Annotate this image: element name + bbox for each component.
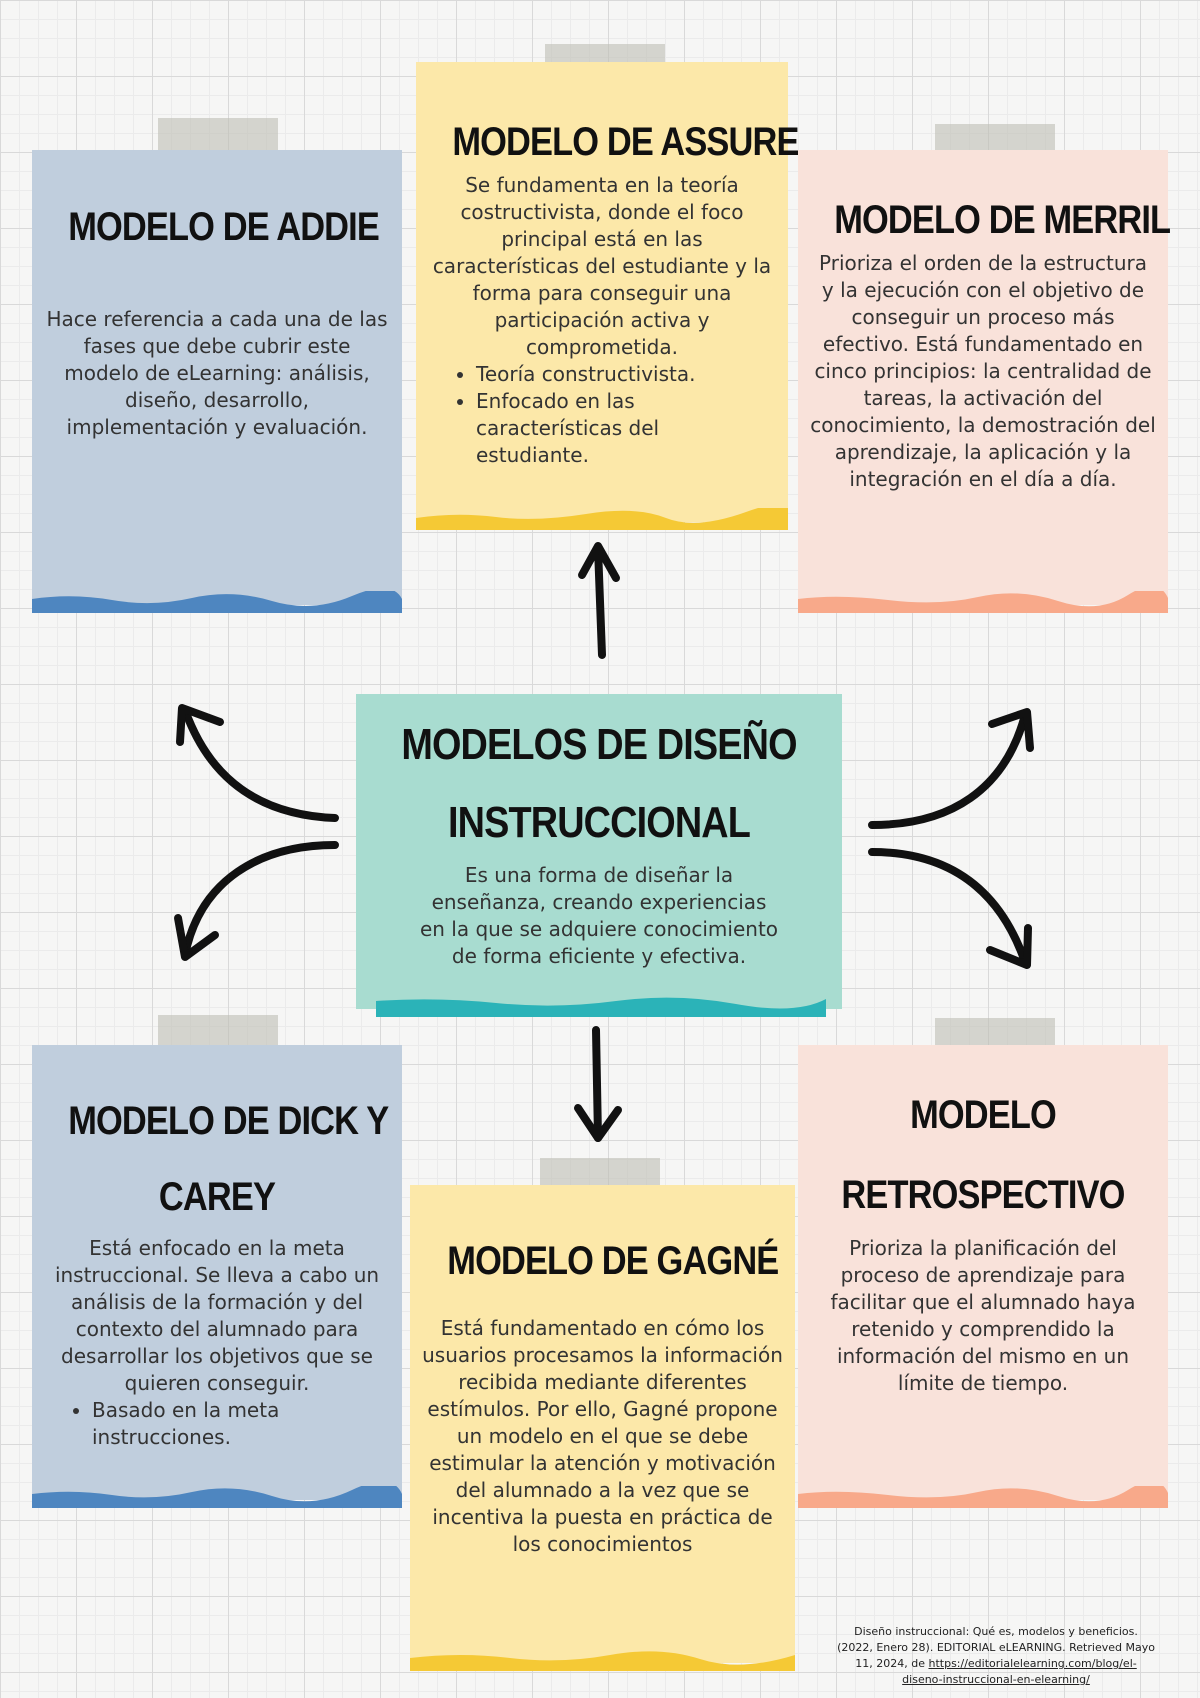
title-line: MODELO — [910, 1093, 1057, 1137]
arrow-up-left — [176, 704, 339, 822]
card-title: MODELO DE DICK Y CAREY — [68, 1083, 389, 1235]
card-text: Prioriza el orden de la estructura y la … — [810, 251, 1156, 491]
torn-edge — [416, 508, 788, 530]
arrow-up — [578, 542, 620, 659]
torn-edge — [798, 591, 1168, 613]
arrow-down-left — [174, 841, 339, 961]
citation-text: Diseño instruccional: Qué es, modelos y … — [837, 1625, 1155, 1670]
card-addie: MODELO DE ADDIE Hace referencia a cada u… — [32, 150, 402, 613]
card-title: MODELO DE ADDIE — [68, 205, 380, 249]
bullet-list: Basado en la meta instrucciones. — [44, 1397, 390, 1451]
citation-link[interactable]: https://editorialelearning.com/blog/el-d… — [902, 1657, 1137, 1686]
center-text: Es una forma de diseñar la enseñanza, cr… — [419, 863, 779, 968]
card-text: Está fundamentado en cómo los usuarios p… — [422, 1316, 783, 1556]
card-center: MODELOS DE DISEÑO INSTRUCCIONAL Es una f… — [356, 694, 842, 1017]
arrow-down-right — [868, 848, 1032, 969]
card-dick-carey: MODELO DE DICK Y CAREY Está enfocado en l… — [32, 1045, 402, 1508]
arrow-up-right — [868, 708, 1034, 829]
card-text: Se fundamenta en la teoría costructivist… — [432, 173, 772, 359]
bullet-list: Teoría constructivista. Enfocado en las … — [428, 361, 776, 469]
arrow-down — [574, 1026, 622, 1142]
card-title: MODELO DE MERRIL — [834, 198, 1171, 242]
bullet-item: Enfocado en las características del estu… — [476, 388, 776, 469]
card-text: Prioriza la planificación del proceso de… — [830, 1236, 1136, 1395]
title-line: MODELO DE DICK Y — [68, 1099, 389, 1143]
card-retrospectivo: MODELO RETROSPECTIVO Prioriza la planific… — [798, 1045, 1168, 1508]
bullet-item: Basado en la meta instrucciones. — [92, 1397, 390, 1451]
torn-edge — [410, 1651, 795, 1671]
torn-edge — [376, 997, 826, 1017]
citation: Diseño instruccional: Qué es, modelos y … — [836, 1624, 1156, 1688]
card-title: MODELO RETROSPECTIVO — [834, 1075, 1132, 1235]
torn-edge — [32, 591, 402, 613]
card-gagne: MODELO DE GAGNÉ Está fundamentado en cóm… — [410, 1185, 795, 1671]
card-merril: MODELO DE MERRIL Prioriza el orden de la… — [798, 150, 1171, 613]
card-assure: MODELO DE ASSURE Se fundamenta en la teo… — [416, 62, 799, 530]
torn-edge — [32, 1486, 402, 1508]
center-title: MODELOS DE DISEÑO INSTRUCCIONAL — [401, 720, 797, 847]
torn-edge — [798, 1486, 1168, 1508]
title-line: RETROSPECTIVO — [841, 1173, 1125, 1217]
card-text: Hace referencia a cada una de las fases … — [46, 307, 388, 439]
bullet-item: Teoría constructivista. — [476, 361, 776, 388]
card-title: MODELO DE GAGNÉ — [447, 1239, 779, 1283]
card-title: MODELO DE ASSURE — [452, 120, 799, 164]
title-line: CAREY — [158, 1175, 276, 1219]
card-text: Está enfocado en la meta instruccional. … — [54, 1236, 380, 1395]
